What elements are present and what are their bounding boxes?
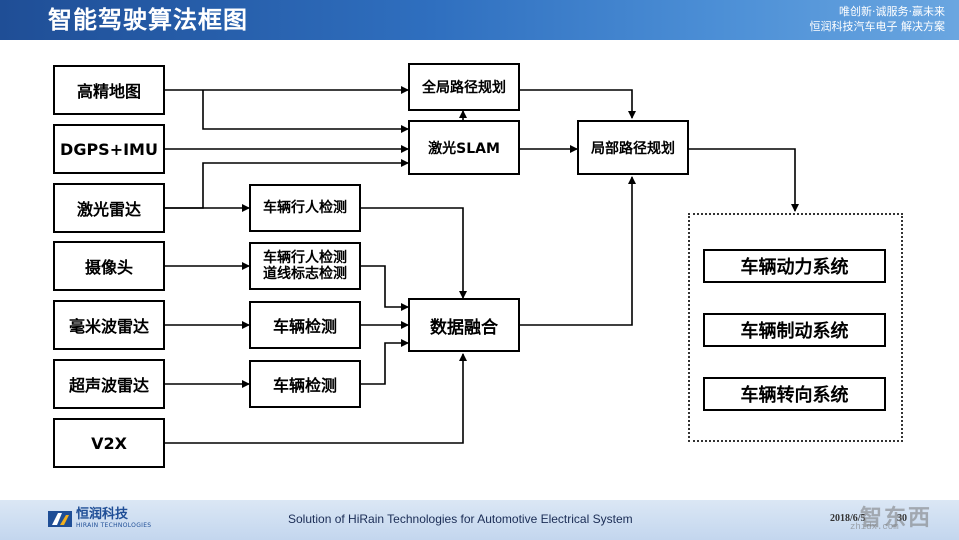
vehicle-systems-group — [688, 213, 903, 442]
detect-vehicle-pedestrian-lidar: 车辆行人检测 — [249, 184, 361, 232]
source-lidar: 激光雷达 — [53, 183, 165, 233]
slide-date: 2018/6/5 — [830, 513, 866, 524]
page-title: 智能驾驶算法框图 — [48, 6, 248, 34]
header-slogan: 唯创新·诚服务·赢未来 恒润科技汽车电子 解决方案 — [810, 4, 946, 34]
detect-vehicle-ultrasonic: 车辆检测 — [249, 360, 361, 408]
detect-camera: 车辆行人检测 道线标志检测 — [249, 242, 361, 290]
detect-vehicle-radar: 车辆检测 — [249, 301, 361, 349]
source-v2x: V2X — [53, 418, 165, 468]
slogan-line-2: 恒润科技汽车电子 解决方案 — [809, 20, 946, 33]
company-name-en: HIRAIN TECHNOLOGIES — [76, 522, 152, 529]
header-bar: 智能驾驶算法框图 唯创新·诚服务·赢未来 恒润科技汽车电子 解决方案 — [0, 0, 959, 40]
source-dgps-imu: DGPS+IMU — [53, 124, 165, 174]
detect-camera-line-2: 道线标志检测 — [263, 266, 347, 282]
data-fusion: 数据融合 — [408, 298, 520, 352]
footer-bar — [0, 500, 959, 540]
footer-caption: Solution of HiRain Technologies for Auto… — [288, 512, 633, 526]
watermark-brand: 智东西 — [860, 506, 933, 531]
vehicle-power-system: 车辆动力系统 — [703, 249, 886, 283]
source-hd-map: 高精地图 — [53, 65, 165, 115]
detect-camera-line-1: 车辆行人检测 — [263, 250, 347, 266]
global-path-planning: 全局路径规划 — [408, 63, 520, 111]
local-path-planning: 局部路径规划 — [577, 120, 689, 175]
vehicle-steering-system: 车辆转向系统 — [703, 377, 886, 411]
watermark-url: zhidx.com — [850, 522, 899, 532]
lidar-slam: 激光SLAM — [408, 120, 520, 175]
slide-page-number: 30 — [897, 513, 907, 524]
hirain-logo-icon — [48, 511, 72, 527]
source-ultrasonic-radar: 超声波雷达 — [53, 359, 165, 409]
slogan-line-1: 唯创新·诚服务·赢未来 — [839, 5, 945, 18]
vehicle-brake-system: 车辆制动系统 — [703, 313, 886, 347]
company-name: 恒润科技 — [76, 507, 129, 522]
source-camera: 摄像头 — [53, 241, 165, 291]
source-mmwave-radar: 毫米波雷达 — [53, 300, 165, 350]
